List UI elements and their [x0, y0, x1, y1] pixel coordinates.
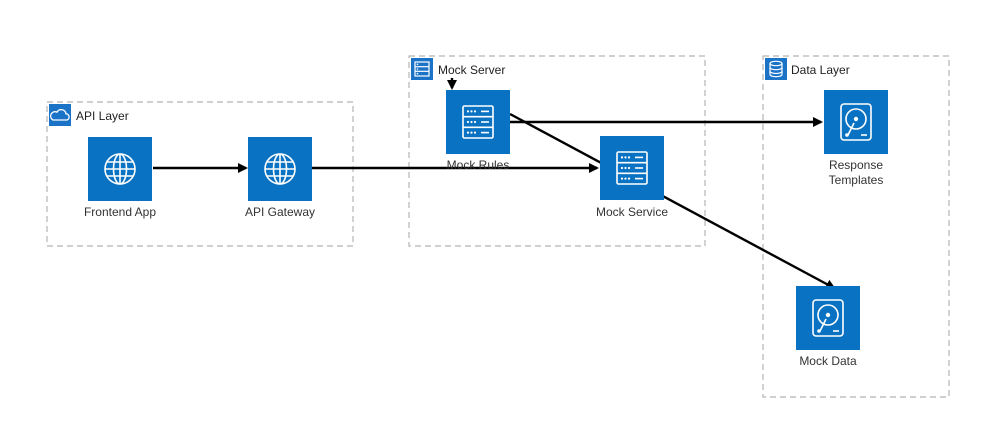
mock-service-tile: [600, 136, 664, 200]
edge-mock-rules-to-mock-data[interactable]: [509, 112, 836, 290]
group-api-layer-border: [46, 101, 354, 247]
node-mock-rules[interactable]: Mock Rules: [446, 90, 510, 172]
group-data-layer-label: Data Layer: [791, 63, 850, 77]
globe-icon: [264, 153, 296, 185]
server-rack-icon: [411, 58, 433, 80]
response-templates-label-line2: Templates: [829, 173, 884, 187]
mock-data-label: Mock Data: [799, 354, 857, 368]
response-templates-tile: [824, 90, 888, 154]
group-mock-server[interactable]: Mock Server: [408, 55, 706, 247]
group-api-layer-label: API Layer: [76, 109, 129, 123]
mock-data-tile: [796, 286, 860, 350]
node-response-templates[interactable]: Response Templates: [824, 90, 888, 187]
api-gateway-label: API Gateway: [245, 205, 315, 219]
frontend-app-label: Frontend App: [84, 205, 156, 219]
mock-service-label: Mock Service: [596, 205, 668, 219]
globe-icon: [104, 153, 136, 185]
node-api-gateway[interactable]: API Gateway: [245, 137, 315, 219]
cloud-icon: [49, 104, 71, 126]
node-mock-data[interactable]: Mock Data: [796, 286, 860, 368]
group-data-layer-border: [762, 55, 950, 398]
response-templates-label-line1: Response: [829, 158, 883, 172]
mock-rules-tile: [446, 90, 510, 154]
group-data-layer[interactable]: Data Layer: [762, 55, 950, 398]
group-mock-server-label: Mock Server: [438, 63, 505, 77]
database-icon: [765, 58, 787, 80]
mock-rules-label: Mock Rules: [447, 158, 510, 172]
node-mock-service[interactable]: Mock Service: [596, 136, 668, 219]
group-api-layer[interactable]: API Layer: [46, 101, 354, 247]
group-mock-server-border: [408, 55, 706, 247]
node-frontend-app[interactable]: Frontend App: [84, 137, 156, 219]
edges: [153, 78, 836, 290]
